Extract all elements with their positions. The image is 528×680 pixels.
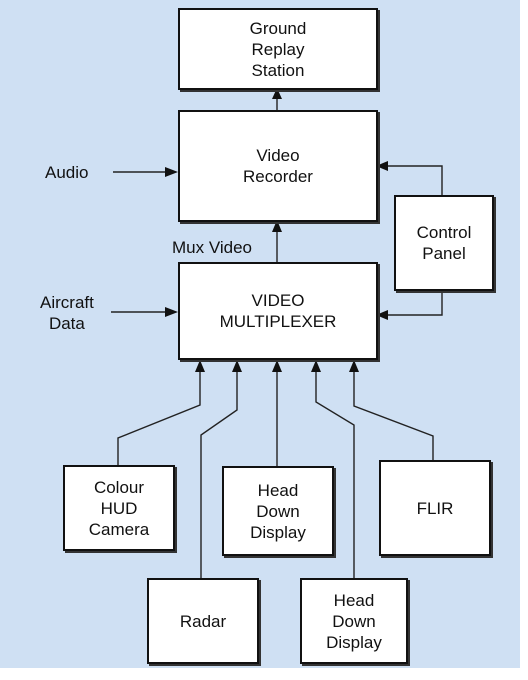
head-down-display-2-box: Head Down Display bbox=[300, 578, 408, 664]
audio-arrowhead bbox=[165, 167, 178, 177]
control-to-mux-arrowhead bbox=[376, 310, 388, 320]
control-to-recorder-line bbox=[386, 165, 443, 195]
hdd1-arrowhead bbox=[272, 360, 282, 372]
video-recorder-box: Video Recorder bbox=[178, 110, 378, 222]
hdd2-line bbox=[315, 371, 355, 578]
recorder-to-station-arrowhead bbox=[272, 88, 282, 99]
flir-box: FLIR bbox=[379, 460, 491, 556]
aircraft-data-arrowhead bbox=[165, 307, 178, 317]
aircraft-data-label: Aircraft Data bbox=[40, 293, 94, 333]
hdd2-arrowhead bbox=[311, 360, 321, 372]
radar-arrowhead bbox=[232, 360, 242, 372]
diagram-canvas: Ground Replay Station Video Recorder Con… bbox=[0, 0, 520, 668]
flir-arrowhead bbox=[349, 360, 359, 372]
colour-hud-camera-box: Colour HUD Camera bbox=[63, 465, 175, 551]
ground-replay-station-box: Ground Replay Station bbox=[178, 8, 378, 90]
hud-camera-arrowhead bbox=[195, 360, 205, 372]
connector-layer bbox=[111, 88, 443, 578]
audio-label: Audio bbox=[45, 163, 89, 182]
control-panel-box: Control Panel bbox=[394, 195, 494, 291]
flir-line bbox=[353, 371, 434, 460]
mux-video-label: Mux Video bbox=[172, 238, 253, 257]
control-to-recorder-arrowhead bbox=[376, 161, 388, 171]
hud-camera-line bbox=[117, 371, 201, 465]
radar-box: Radar bbox=[147, 578, 259, 664]
head-down-display-box: Head Down Display bbox=[222, 466, 334, 556]
video-multiplexer-box: VIDEO MULTIPLEXER bbox=[178, 262, 378, 360]
radar-line bbox=[200, 371, 238, 578]
mux-video-arrowhead bbox=[272, 220, 282, 232]
control-to-mux-line bbox=[386, 290, 443, 316]
